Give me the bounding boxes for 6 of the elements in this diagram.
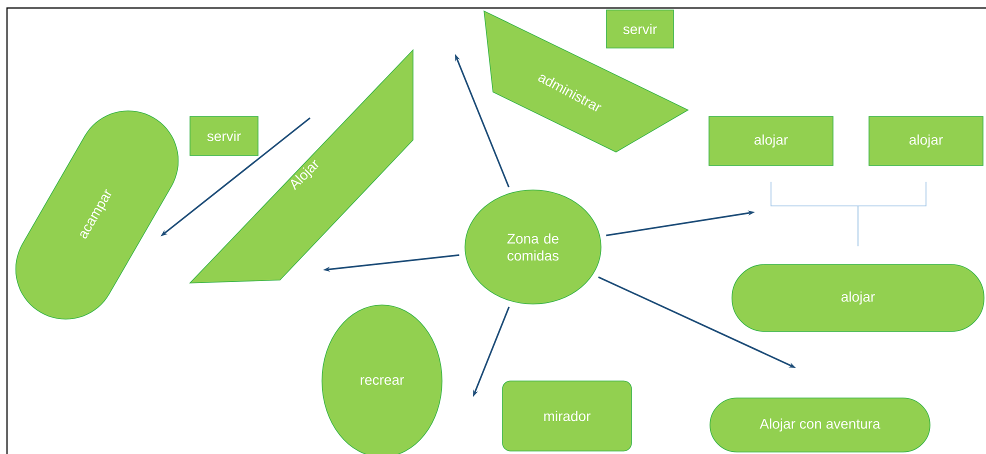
process-box: servir xyxy=(190,116,258,156)
process-box: alojar xyxy=(868,116,984,166)
process-box: servir xyxy=(606,10,674,48)
bracket-line xyxy=(858,182,926,246)
process-box: alojar xyxy=(708,116,834,166)
rounded-box: mirador xyxy=(502,380,632,452)
